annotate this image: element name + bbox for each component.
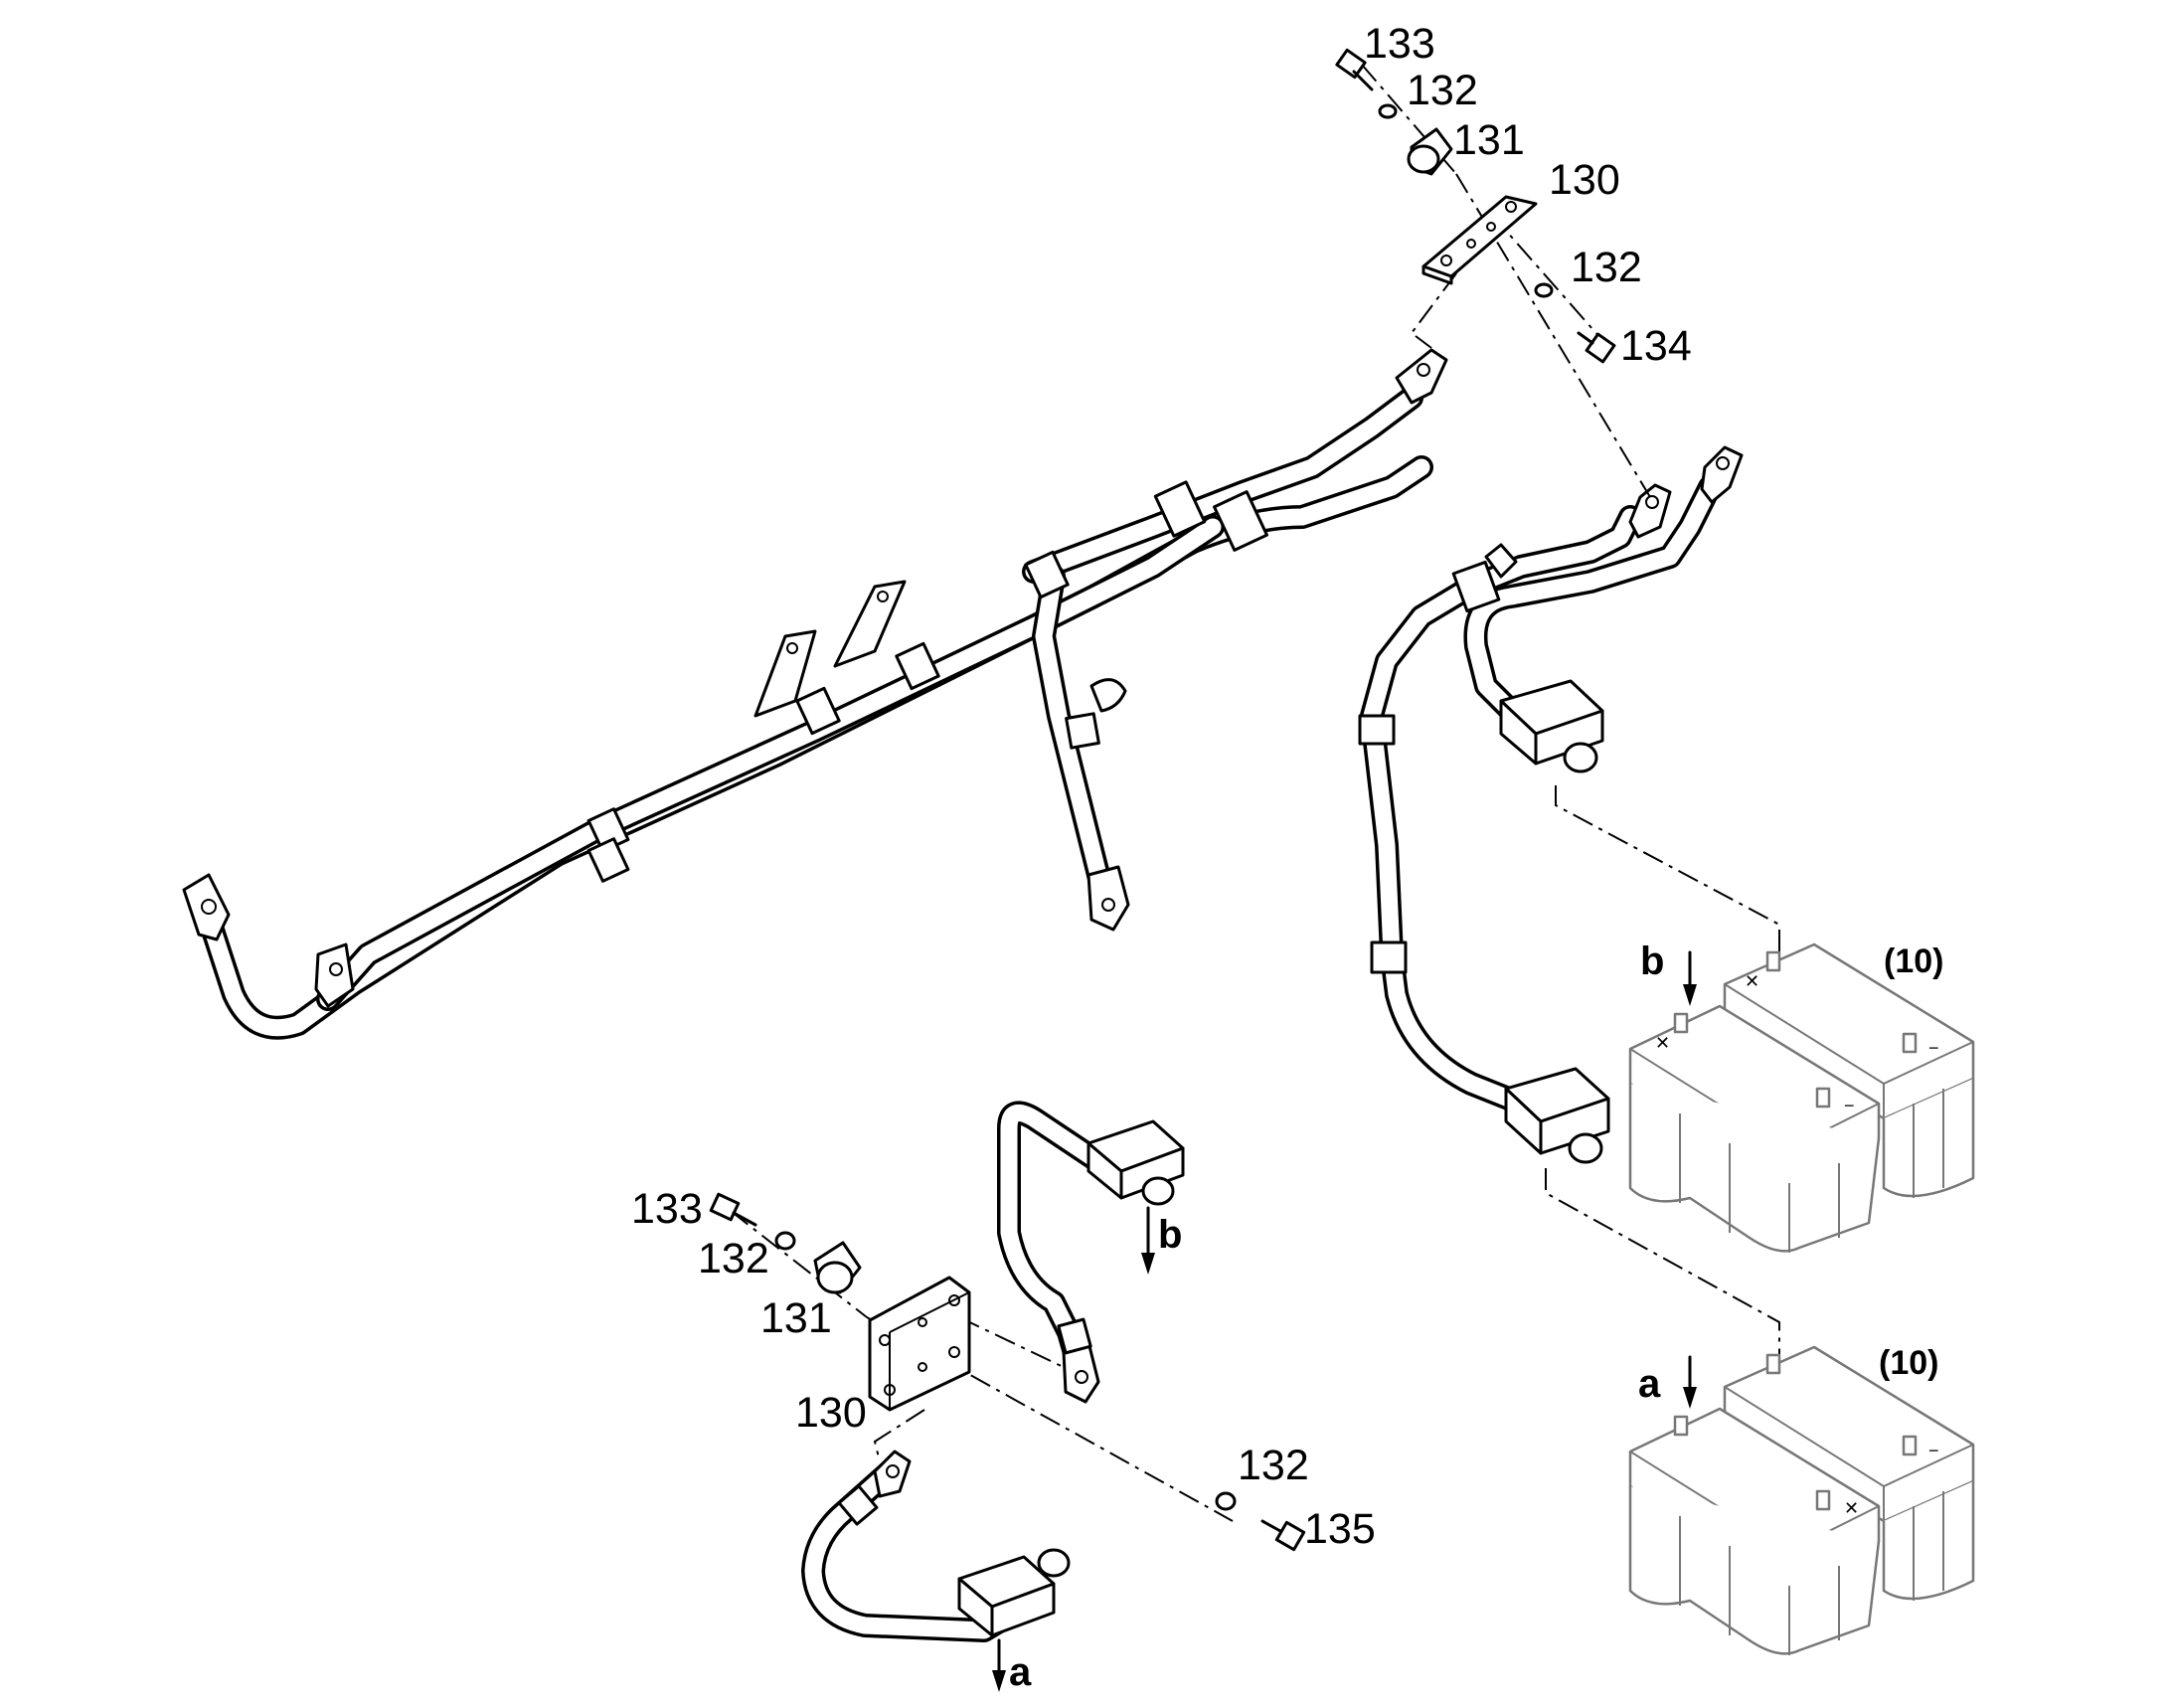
top-washer-132 — [1378, 103, 1398, 119]
label-bottom-132b: 132 — [1238, 1442, 1309, 1489]
bottom-bolt-135 — [1260, 1519, 1306, 1552]
drop-lug-hole — [1101, 898, 1115, 912]
mounting-bracket-left — [753, 629, 817, 718]
label-top-133: 133 — [1364, 20, 1435, 68]
label-bottom-133: 133 — [631, 1185, 703, 1233]
svg-text:−: − — [1928, 1441, 1939, 1460]
label-arrow-b-connector: b — [1158, 1213, 1182, 1257]
cable-b-assembly — [997, 1101, 1185, 1404]
bottom-screw-133 — [709, 1192, 757, 1227]
svg-text:✕: ✕ — [1745, 971, 1759, 991]
label-top-132a: 132 — [1407, 67, 1478, 114]
top-screw-133 — [1335, 48, 1374, 91]
top-mount-exploded — [1335, 48, 1651, 498]
svg-text:✕: ✕ — [1844, 1498, 1859, 1518]
label-arrow-a-connector: a — [1009, 1650, 1032, 1694]
inner-lug-hole — [329, 962, 343, 976]
svg-text:✕: ✕ — [1655, 1033, 1670, 1053]
mounting-bracket-right — [833, 580, 907, 668]
battery-lug-2 — [1700, 445, 1744, 504]
top-lug-hole — [1417, 363, 1430, 377]
bottom-mount-plate-130 — [868, 1276, 971, 1412]
label-bottom-135: 135 — [1304, 1505, 1376, 1553]
main-cable-harness — [182, 348, 1448, 1040]
label-top-132b: 132 — [1571, 244, 1642, 291]
cable-clip — [1089, 678, 1127, 713]
label-bottom-132a: 132 — [698, 1235, 769, 1282]
label-top-134: 134 — [1620, 322, 1692, 370]
label-battery-lower-ref: (10) — [1879, 1344, 1938, 1382]
bottom-mount-exploded — [709, 1101, 1306, 1692]
svg-text:−: − — [1928, 1038, 1939, 1058]
battery-cable-assembly — [1358, 445, 1744, 1164]
lower-terminal-clamp — [1504, 1067, 1610, 1164]
cable-sleeves — [586, 480, 1268, 883]
label-top-130: 130 — [1549, 156, 1620, 204]
battery-pair-upper: ✕ ✕ − − — [1628, 942, 1975, 1253]
left-cable-lug — [182, 873, 231, 941]
battery-pair-lower: − ✕ — [1628, 1345, 1975, 1655]
label-battery-upper-ref: (10) — [1884, 942, 1943, 980]
battery-posts-lower: − ✕ — [1673, 1353, 1939, 1518]
part-labels: 133 132 131 130 132 134 133 132 131 130 … — [631, 20, 1943, 1694]
bottom-rubber-mount-131 — [813, 1241, 862, 1294]
battery-lug-1 — [1628, 483, 1672, 539]
top-washer-132b — [1534, 282, 1554, 298]
bottom-washer-132 — [774, 1231, 796, 1251]
top-mount-plate-130 — [1421, 195, 1538, 285]
cable-b-clamp — [1086, 1119, 1185, 1206]
top-bolt-134 — [1577, 331, 1616, 364]
upper-terminal-clamp — [1499, 679, 1604, 773]
bottom-washer-132b — [1215, 1491, 1237, 1511]
label-bottom-131: 131 — [760, 1294, 832, 1342]
label-arrow-b-battery: b — [1640, 939, 1664, 983]
left-lug-hole — [201, 899, 217, 915]
top-rubber-mount-131 — [1407, 127, 1453, 176]
cable-a-assembly — [801, 1450, 1071, 1692]
svg-text:−: − — [1844, 1096, 1855, 1115]
label-top-131: 131 — [1453, 116, 1525, 164]
cable-a-clamp — [957, 1548, 1071, 1637]
battery-posts-upper: ✕ ✕ − − — [1655, 950, 1939, 1115]
label-bottom-130: 130 — [795, 1389, 867, 1437]
label-arrow-a-battery: a — [1638, 1362, 1661, 1406]
